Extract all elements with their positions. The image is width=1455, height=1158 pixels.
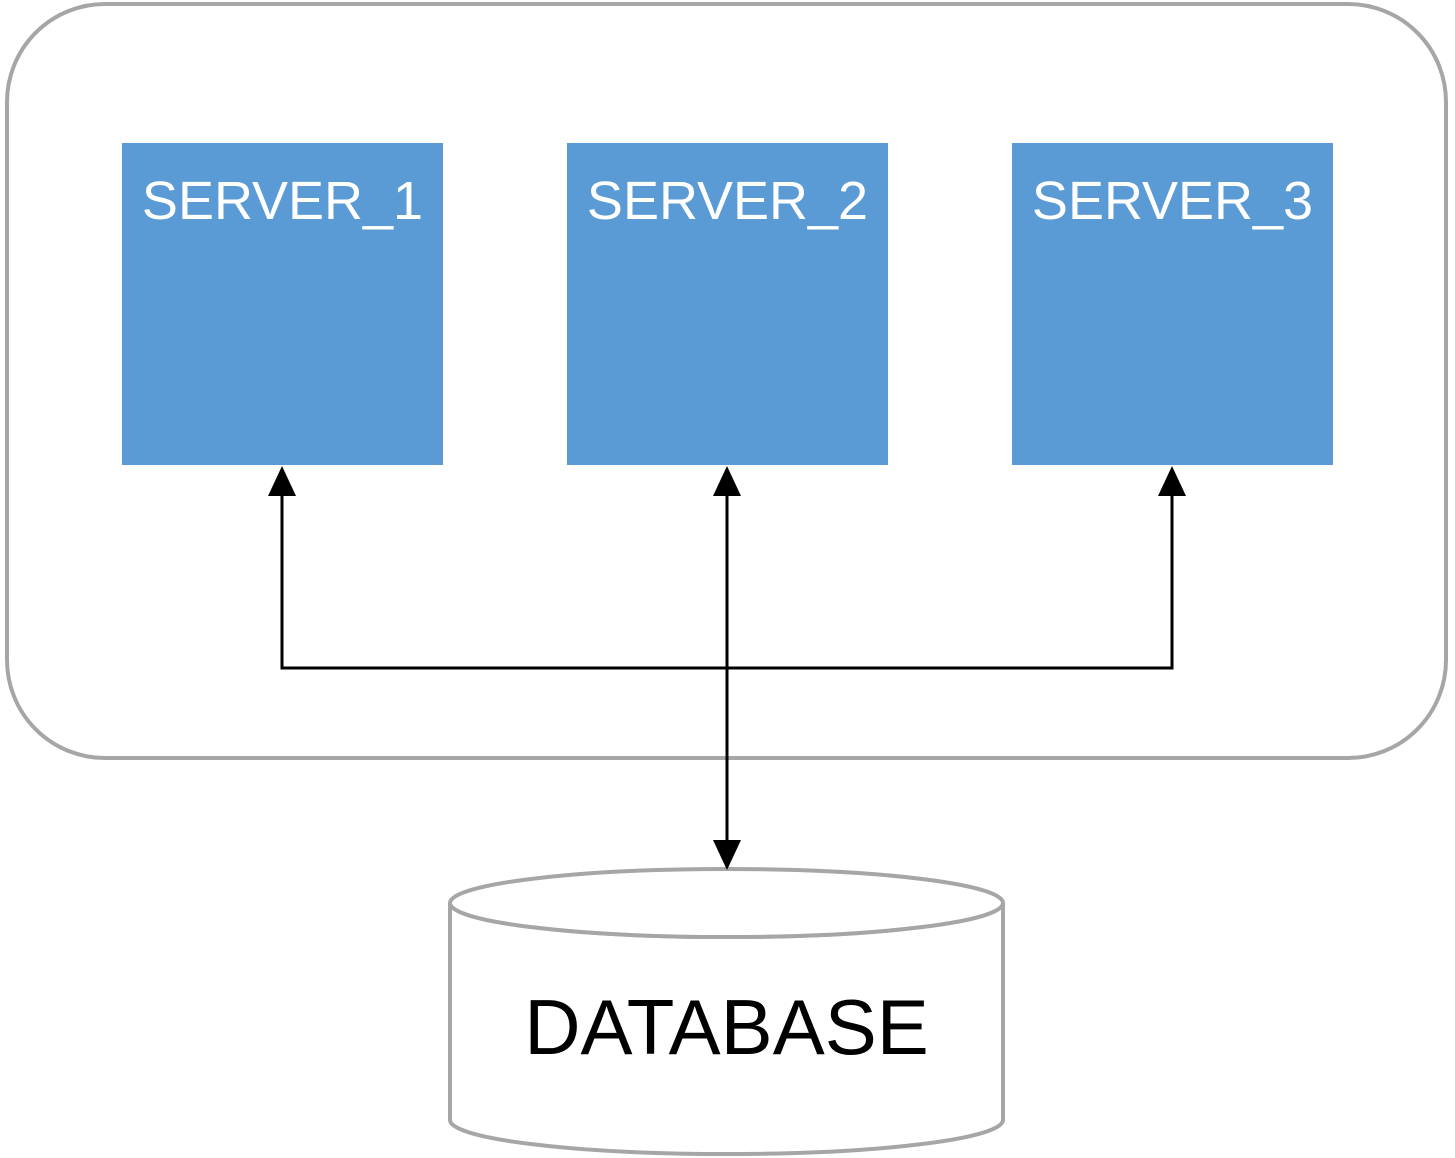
server-2-label: SERVER_2 [586, 171, 869, 231]
database-label: DATABASE [524, 983, 929, 1071]
server-3-label: SERVER_3 [1031, 171, 1314, 231]
server-3-node: SERVER_3 [1012, 143, 1333, 465]
arrowhead-down-database [713, 840, 741, 870]
server-2-node: SERVER_2 [567, 143, 888, 465]
server-1-node: SERVER_1 [122, 143, 443, 465]
server-1-label: SERVER_1 [141, 171, 424, 231]
database-cylinder-top [448, 867, 1005, 939]
